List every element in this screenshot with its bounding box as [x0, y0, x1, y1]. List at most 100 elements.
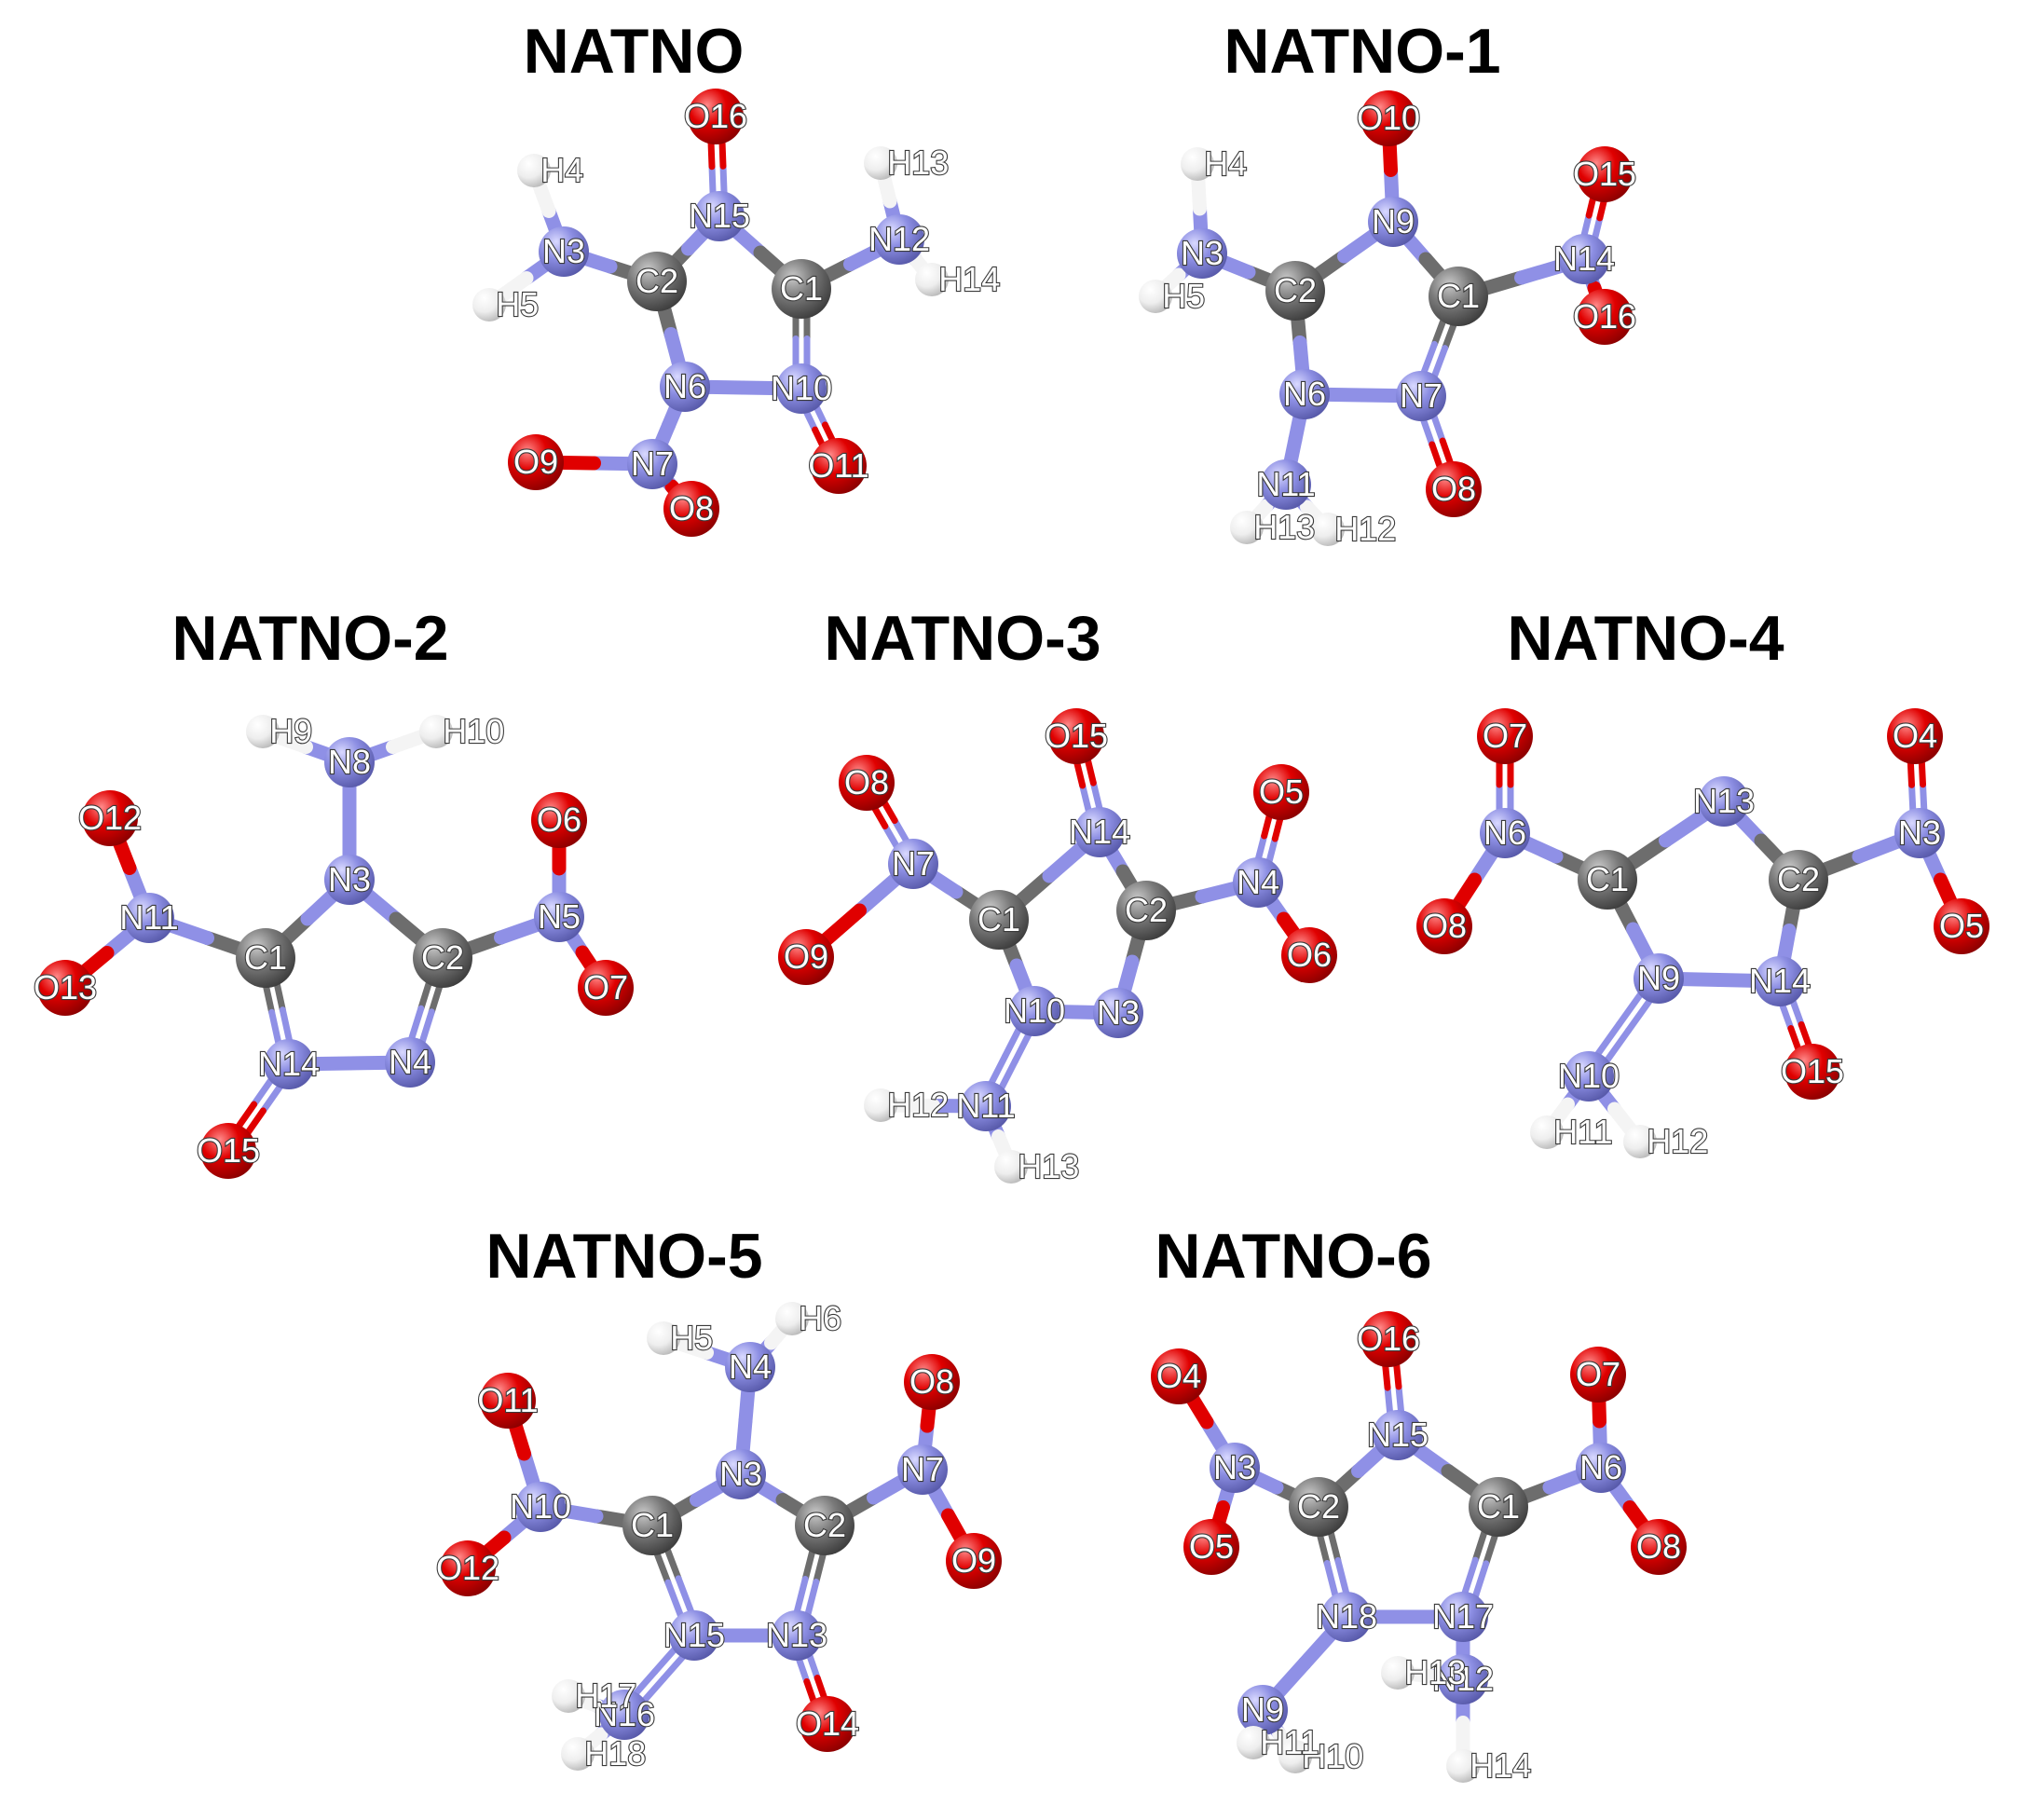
atom-n13 [1699, 776, 1749, 827]
molecule-6-labels: C1C2N3O4O5N6O7O8N9H10H11N12H13H14N15O16N… [1155, 1319, 1682, 1786]
atom-label: H5 [670, 1319, 713, 1357]
atom-n11 [961, 1081, 1011, 1131]
atom-label: N4 [729, 1348, 772, 1386]
atom-label: H18 [584, 1734, 646, 1772]
atom-label: O8 [844, 763, 889, 801]
atom-label: O15 [1781, 1052, 1844, 1090]
atom-label: O15 [197, 1131, 260, 1170]
atom-label: O8 [669, 489, 714, 527]
atom-label: H4 [1204, 144, 1247, 183]
atom-o14 [800, 1696, 855, 1752]
atom-label: C1 [244, 938, 287, 977]
atom-c2 [1116, 881, 1176, 940]
atom-o8 [904, 1354, 960, 1410]
molecule-title: NATNO-1 [1224, 16, 1500, 87]
atom-h5 [1139, 280, 1172, 313]
atom-h14 [915, 263, 949, 296]
atom-n9 [1368, 197, 1418, 247]
atom-n17 [1438, 1592, 1488, 1642]
atom-n11 [124, 893, 174, 943]
atom-label: N7 [901, 1450, 944, 1488]
atom-o9 [778, 929, 834, 985]
atom-h9 [246, 715, 280, 748]
atom-label: O8 [909, 1362, 954, 1401]
atom-n15 [669, 1610, 719, 1661]
atom-label: O9 [951, 1541, 996, 1580]
atom-label: N16 [594, 1695, 655, 1733]
atom-label: N10 [1558, 1057, 1620, 1095]
atom-n3 [716, 1449, 766, 1499]
atom-label: C1 [1586, 860, 1629, 898]
atom-label: N14 [1749, 962, 1811, 1000]
atom-label: N3 [1213, 1448, 1256, 1486]
atom-label: O5 [1259, 773, 1304, 811]
atom-o4 [1887, 708, 1943, 764]
atom-h5 [647, 1321, 680, 1355]
atom-label: N3 [1898, 814, 1941, 852]
atom-n3 [1177, 228, 1227, 279]
molecule-3-atoms [778, 708, 1337, 1184]
atom-c2 [1265, 261, 1325, 321]
atom-label: N8 [328, 743, 371, 781]
atom-h6 [775, 1302, 809, 1335]
atom-label: C2 [421, 938, 464, 977]
atom-label: H13 [1404, 1653, 1466, 1691]
atom-label: H6 [799, 1299, 841, 1337]
atom-o16 [1360, 1311, 1416, 1367]
atom-c1 [1429, 267, 1488, 326]
atom-label: N7 [892, 844, 935, 883]
atom-label: N12 [868, 220, 930, 258]
atom-o16 [688, 89, 744, 144]
atom-label: H17 [575, 1676, 636, 1715]
atom-n7 [627, 439, 677, 489]
atom-n4 [385, 1037, 435, 1088]
atom-label: C1 [1437, 277, 1480, 315]
atom-label: N9 [1637, 959, 1680, 997]
atom-label: O9 [784, 937, 828, 976]
atom-o8 [1426, 461, 1482, 517]
atom-label: N12 [1432, 1660, 1494, 1698]
atom-c1 [772, 259, 831, 319]
atom-label: O10 [1357, 99, 1420, 137]
atom-label: H4 [540, 151, 583, 189]
atom-n6 [1279, 369, 1330, 419]
atom-n16 [599, 1690, 649, 1740]
atom-o10 [1360, 90, 1416, 146]
atom-o9 [508, 434, 564, 490]
atom-o13 [37, 960, 93, 1016]
atom-h12 [864, 1088, 897, 1122]
atom-label: N14 [1553, 239, 1615, 278]
atom-h17 [552, 1679, 585, 1713]
molecule-title: NATNO [524, 16, 745, 87]
atom-o6 [531, 792, 587, 848]
atom-c1 [1578, 850, 1637, 910]
atom-c2 [413, 928, 472, 988]
atom-label: C2 [1125, 891, 1168, 929]
atom-c2 [627, 252, 687, 311]
atom-label: H5 [1162, 277, 1205, 315]
atom-label: N3 [1181, 234, 1224, 272]
atom-h13 [994, 1150, 1028, 1184]
atom-label: N15 [689, 197, 750, 235]
atom-n7 [888, 839, 938, 889]
atom-n14 [1559, 234, 1609, 284]
atom-label: O11 [477, 1381, 538, 1419]
atom-label: C2 [1274, 271, 1317, 309]
atom-c2 [1289, 1477, 1348, 1537]
atom-h14 [1446, 1749, 1480, 1783]
atom-c1 [622, 1496, 682, 1555]
molecule-4-atoms [1416, 708, 1989, 1158]
atom-label: N15 [1367, 1416, 1429, 1454]
atom-o15 [200, 1123, 256, 1179]
atom-label: H12 [1647, 1122, 1708, 1160]
atom-label: N13 [1693, 782, 1755, 820]
atom-label: O12 [78, 799, 142, 837]
atom-label: N3 [542, 232, 585, 270]
atom-c2 [1769, 850, 1828, 910]
atom-o8 [663, 481, 719, 537]
atom-label: N7 [1400, 376, 1442, 415]
atom-o8 [839, 755, 895, 811]
